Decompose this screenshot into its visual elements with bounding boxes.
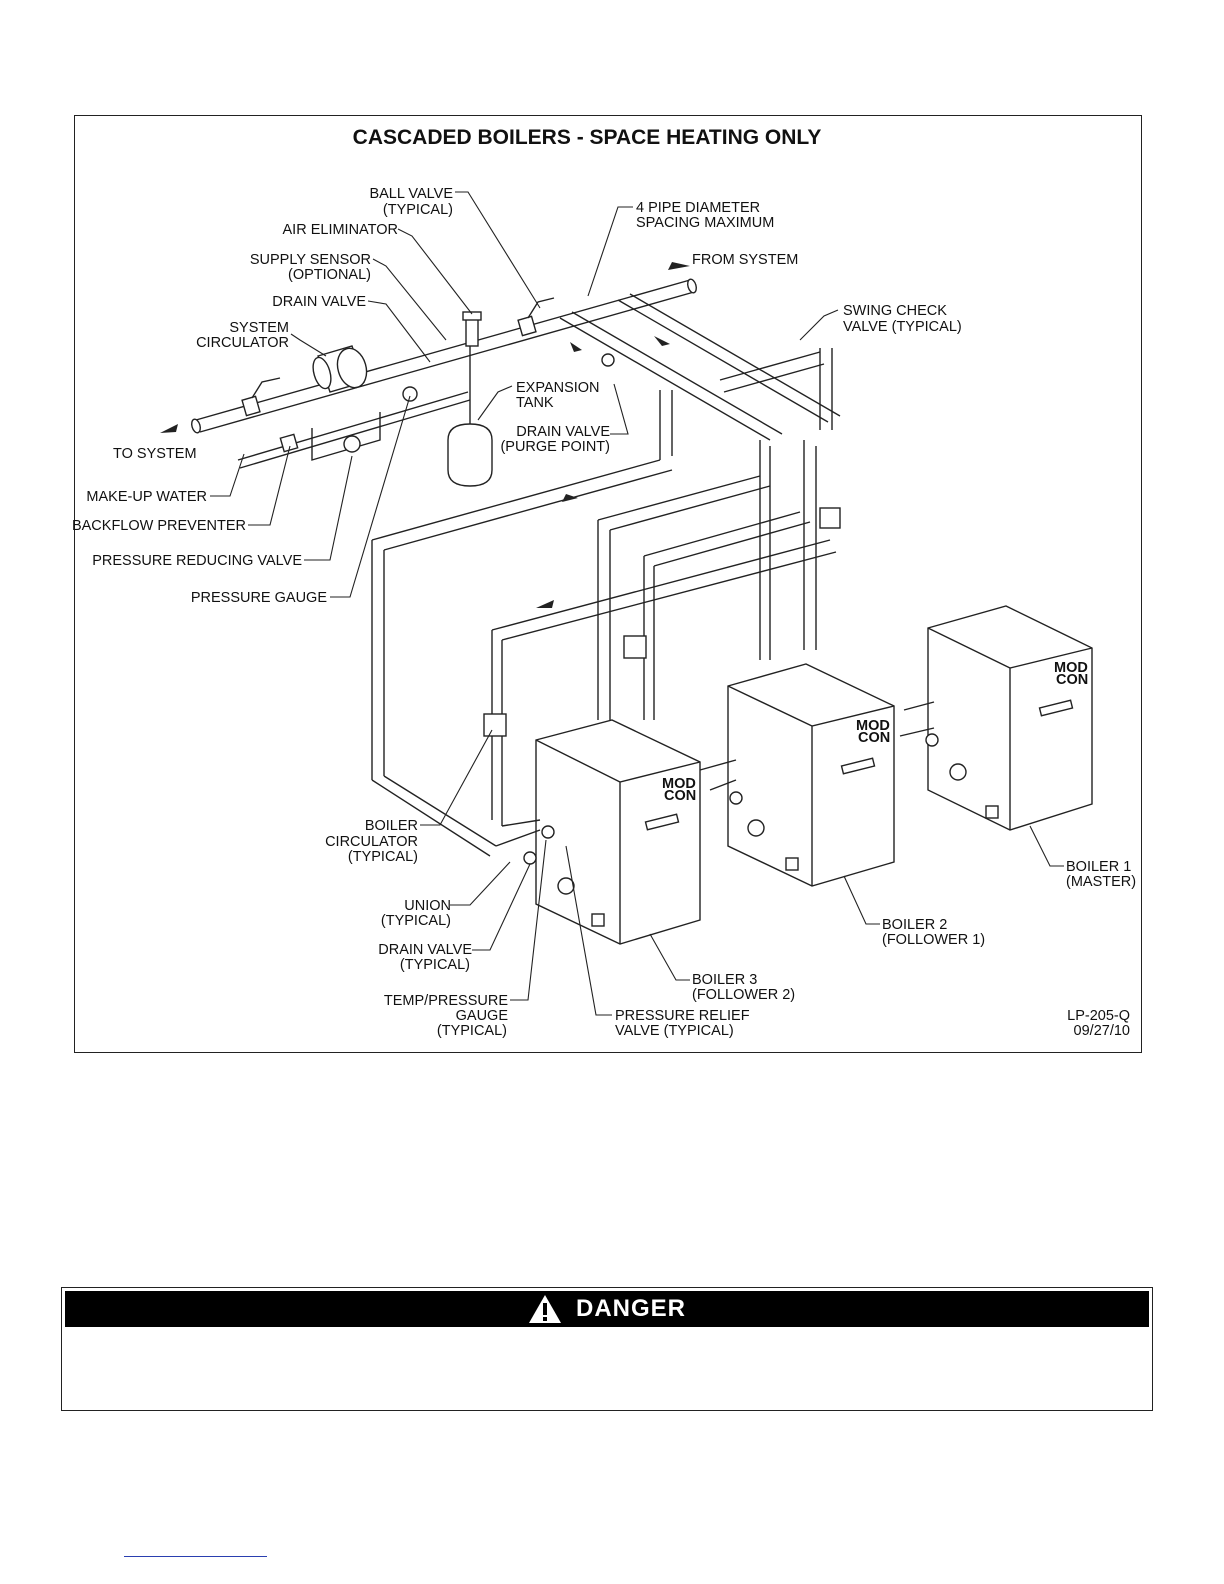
label-air-eliminator: AIR ELIMINATOR [283, 222, 398, 238]
label-to-system: TO SYSTEM [113, 446, 197, 462]
label-boiler-1: BOILER 1 [1066, 859, 1131, 875]
label-pressure-reducing-valve: PRESSURE REDUCING VALVE [92, 553, 302, 569]
label-ball-valve-typical: (TYPICAL) [383, 202, 453, 218]
supply-header-pipe [190, 278, 698, 434]
system-circulator [312, 345, 368, 393]
brand-logo-bottom: CON [664, 788, 696, 804]
label-pressure-gauge: PRESSURE GAUGE [191, 590, 327, 606]
label-system-circulator: SYSTEM [229, 320, 289, 336]
label-boiler-3: BOILER 3 [692, 972, 757, 988]
warning-triangle-icon [528, 1295, 561, 1323]
brand-logo-top: MOD [1054, 660, 1088, 676]
label-pipe-spacing-max: SPACING MAXIMUM [636, 215, 774, 231]
label-union-typical: (TYPICAL) [381, 913, 451, 929]
leader-lines [210, 191, 1064, 1016]
boiler-2: MOD CON [727, 663, 895, 887]
header-branch-pipes [559, 293, 841, 460]
label-boiler-circulator: BOILER [365, 818, 418, 834]
label-boiler-3-follower: (FOLLOWER 2) [692, 987, 795, 1003]
label-drain-purge: DRAIN VALVE [516, 424, 610, 440]
label-swing-check: SWING CHECK [843, 303, 947, 319]
brand-logo-bottom: CON [858, 730, 890, 746]
danger-header: DANGER [65, 1291, 1149, 1327]
flow-arrows [160, 262, 690, 608]
label-temp-pressure-gauge: TEMP/PRESSURE [384, 993, 508, 1009]
label-pressure-relief-typical: VALVE (TYPICAL) [615, 1023, 734, 1039]
boiler-fittings [495, 701, 939, 865]
danger-title: DANGER [575, 1295, 686, 1322]
label-boiler-circulator-2: CIRCULATOR [325, 834, 418, 850]
footer-link-underline[interactable] [124, 1556, 267, 1557]
label-system-circulator-2: CIRCULATOR [196, 335, 289, 351]
label-drain-typical-2: (TYPICAL) [400, 957, 470, 973]
brand-logo-top: MOD [856, 718, 890, 734]
label-boiler-1-master: (MASTER) [1066, 874, 1136, 890]
label-supply-sensor-optional: (OPTIONAL) [288, 267, 371, 283]
label-drain-typical: DRAIN VALVE [378, 942, 472, 958]
label-pressure-relief: PRESSURE RELIEF [615, 1008, 750, 1024]
label-temp-pressure-gauge-2: GAUGE [456, 1008, 509, 1024]
label-expansion-tank: EXPANSION [516, 380, 600, 396]
brand-logo-bottom: CON [1056, 672, 1088, 688]
label-expansion-tank-2: TANK [516, 395, 554, 411]
label-ball-valve: BALL VALVE [369, 186, 453, 202]
return-pipes [371, 459, 811, 857]
expansion-tank [447, 346, 493, 487]
boiler-3: MOD CON [535, 719, 701, 945]
drawing-date: 09/27/10 [1074, 1023, 1130, 1039]
make-up-water-line [237, 386, 471, 469]
label-pipe-spacing: 4 PIPE DIAMETER [636, 200, 760, 216]
label-backflow-preventer: BACKFLOW PREVENTER [72, 518, 246, 534]
brand-logo-top: MOD [662, 776, 696, 792]
diagram-title: CASCADED BOILERS - SPACE HEATING ONLY [353, 126, 822, 149]
air-eliminator [462, 311, 482, 347]
label-boiler-2: BOILER 2 [882, 917, 947, 933]
boiler-1: MOD CON [927, 605, 1093, 831]
label-supply-sensor: SUPPLY SENSOR [250, 252, 371, 268]
label-drain-valve: DRAIN VALVE [272, 294, 366, 310]
danger-notice: DANGER [61, 1287, 1153, 1411]
ball-valve-icon [241, 297, 555, 417]
label-union: UNION [404, 898, 451, 914]
label-drain-purge-point: (PURGE POINT) [500, 439, 610, 455]
label-swing-check-typical: VALVE (TYPICAL) [843, 319, 962, 335]
drawing-code: LP-205-Q [1067, 1008, 1130, 1024]
label-boiler-circulator-typical: (TYPICAL) [348, 849, 418, 865]
label-temp-pressure-gauge-typical: (TYPICAL) [437, 1023, 507, 1039]
label-from-system: FROM SYSTEM [692, 252, 798, 268]
label-make-up-water: MAKE-UP WATER [86, 489, 207, 505]
label-boiler-2-follower: (FOLLOWER 1) [882, 932, 985, 948]
supply-to-boilers [483, 440, 841, 826]
